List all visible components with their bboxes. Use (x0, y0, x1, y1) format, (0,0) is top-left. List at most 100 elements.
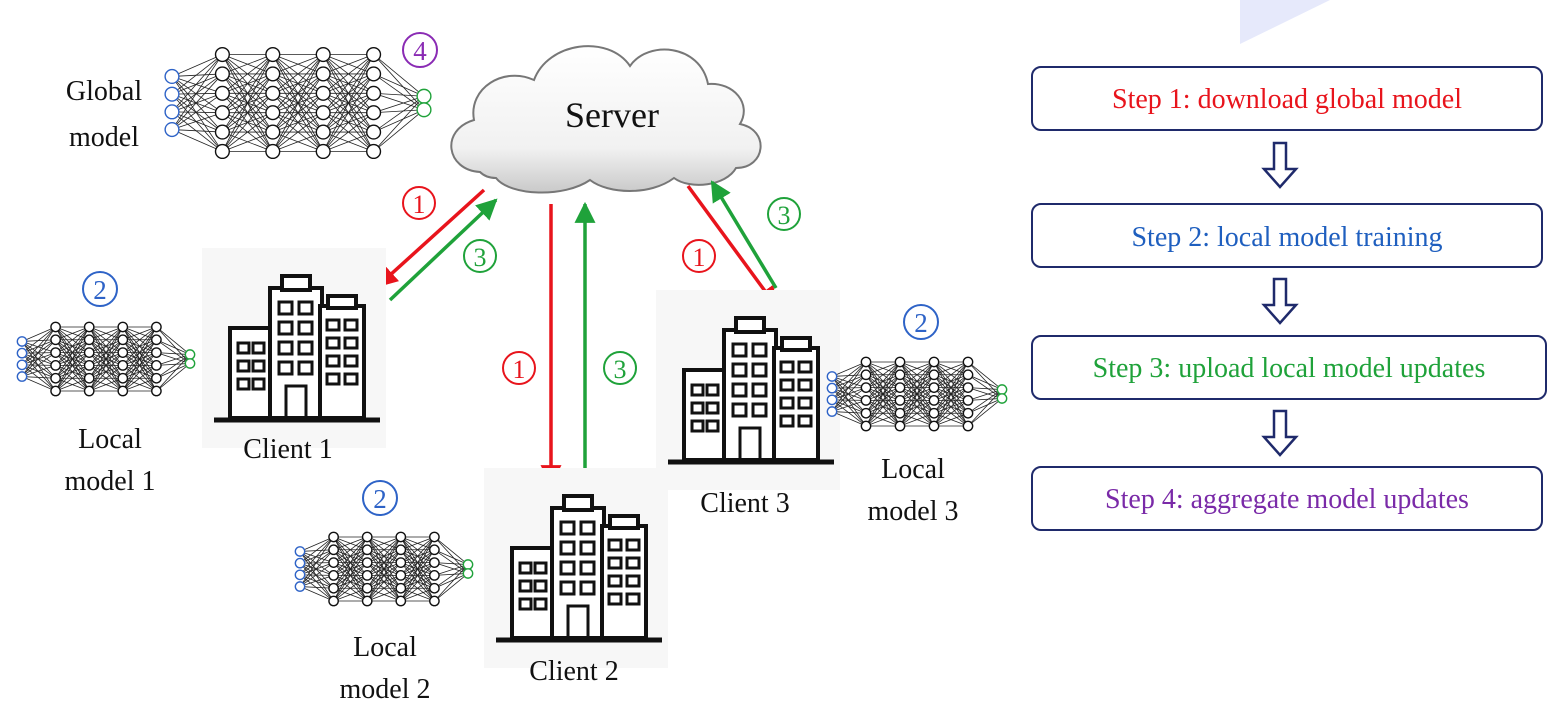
local2-nn-connection (434, 573, 469, 589)
global-nn-hidden-node (366, 105, 382, 121)
local3-nn-connection (865, 361, 901, 427)
local3-nn-hidden-node (928, 407, 940, 419)
local3-nn-hidden-node (860, 407, 872, 419)
local2-nn-hidden-node (429, 557, 440, 568)
global-nn-connection (322, 93, 374, 152)
local3-nn-connection (831, 376, 867, 388)
download-arrow-client1 (376, 188, 486, 288)
local2-nn-connection (434, 573, 469, 602)
global-nn-connection (222, 54, 274, 113)
local1-nn-connection (21, 352, 56, 366)
local3-nn-connection (865, 412, 901, 427)
local1-nn-hidden-node (50, 372, 61, 384)
local1-nn-connection (21, 326, 56, 377)
local1-nn-connection (55, 326, 90, 353)
local2-nn-connection (367, 587, 401, 602)
local1-nn-hidden-node (83, 347, 95, 358)
local2-nn-connection (400, 536, 435, 602)
local2-nn-connection (299, 551, 334, 602)
local1-nn-connection (156, 326, 191, 355)
local3-nn-connection (967, 387, 1003, 399)
local1-nn-connection (55, 365, 90, 392)
local2-nn-connection (299, 549, 334, 587)
local3-nn-hidden-node (894, 356, 906, 368)
step3-label: Step 3: upload local model updates (1093, 353, 1486, 384)
local3-nn-hidden-node (860, 369, 872, 381)
local2-nn-hidden-node (429, 570, 440, 581)
local2-nn-connection (299, 536, 334, 552)
local3-nn-hidden-node (962, 407, 974, 419)
local3-nn-connection (933, 400, 969, 427)
global-nn-connection (323, 54, 374, 75)
global-nn-connection (171, 73, 223, 113)
local2-nn-hidden-node (361, 531, 373, 543)
local3-nn-output-node (996, 384, 1008, 395)
local2-nn-hidden-node (328, 570, 339, 581)
local1-nn-hidden-node (117, 321, 129, 333)
global-nn-connection (171, 93, 223, 152)
local2-nn-connection (299, 551, 334, 563)
local2-nn-connection (366, 575, 402, 602)
global-nn-hidden-node (214, 46, 230, 63)
local2-nn-connection (434, 536, 469, 565)
global-nn-connection (373, 109, 425, 152)
local2-nn-connection (400, 562, 435, 602)
global-nn-connection (222, 73, 274, 152)
local1-nn-connection (21, 364, 56, 366)
local1-nn-connection (88, 326, 124, 353)
download-arrow-client3 (686, 184, 778, 308)
local2-nn-connection (434, 562, 469, 574)
client2-label: Client 2 (529, 656, 618, 687)
local3-nn-connection (865, 374, 901, 427)
local2-nn-hidden-node (395, 595, 407, 607)
local3-nn-connection (831, 387, 867, 412)
local3-nn-connection (899, 361, 935, 376)
local1-nn-connection (21, 376, 56, 392)
local1-nn-connection (21, 339, 56, 342)
local1-nn-connection (21, 341, 56, 392)
local1-nn-hidden-node (151, 360, 162, 371)
local1-nn-connection (122, 326, 157, 392)
step4-box: Step 4: aggregate model updates (1031, 466, 1543, 531)
client1-building-icon (202, 248, 386, 448)
local3-nn-connection (933, 361, 969, 388)
global-nn-input-node (164, 104, 180, 120)
global-nn-connection (171, 76, 223, 114)
local3-nn-connection (831, 399, 867, 401)
local2-nn-connection (333, 575, 368, 602)
local2-nn-input-node (294, 581, 306, 592)
global-nn-connection (171, 73, 223, 130)
step1-box: Step 1: download global model (1031, 66, 1543, 131)
local1-nn-connection (21, 364, 56, 379)
global-nn-connection (171, 93, 223, 133)
local2-nn-hidden-node (395, 570, 407, 581)
local3-nn-hidden-node (894, 420, 906, 432)
client3-building-icon (656, 290, 840, 490)
local3-nn-hidden-node (962, 395, 974, 406)
global-nn-connection (322, 112, 374, 152)
local1-nn-connection (156, 352, 191, 364)
local3-nn-hidden-node (928, 395, 940, 406)
global-nn-connection (222, 54, 274, 152)
local3-nn-connection (899, 400, 935, 427)
global-nn-connection (171, 112, 223, 130)
global-nn-connection (171, 76, 223, 94)
local2-nn-connection (333, 587, 368, 602)
local1-nn-hidden-node (151, 372, 162, 384)
local-model1-training-marker: 2 (82, 271, 118, 307)
local3-nn-connection (831, 400, 867, 412)
local1-nn-connection (21, 352, 56, 392)
local3-nn-connection (967, 361, 1003, 399)
local3-nn-input-node (826, 382, 838, 394)
local3-nn-connection (967, 398, 1003, 427)
local3-nn-connection (831, 361, 867, 389)
local1-nn-connection (55, 352, 90, 392)
local2-nn-connection (299, 574, 334, 576)
local1-nn-hidden-node (117, 385, 129, 397)
local1-nn-connection (21, 365, 56, 377)
local3-nn-connection (967, 374, 1003, 390)
local3-nn-connection (865, 361, 901, 414)
local1-nn-connection (88, 339, 124, 392)
local2-nn-connection (299, 562, 334, 587)
